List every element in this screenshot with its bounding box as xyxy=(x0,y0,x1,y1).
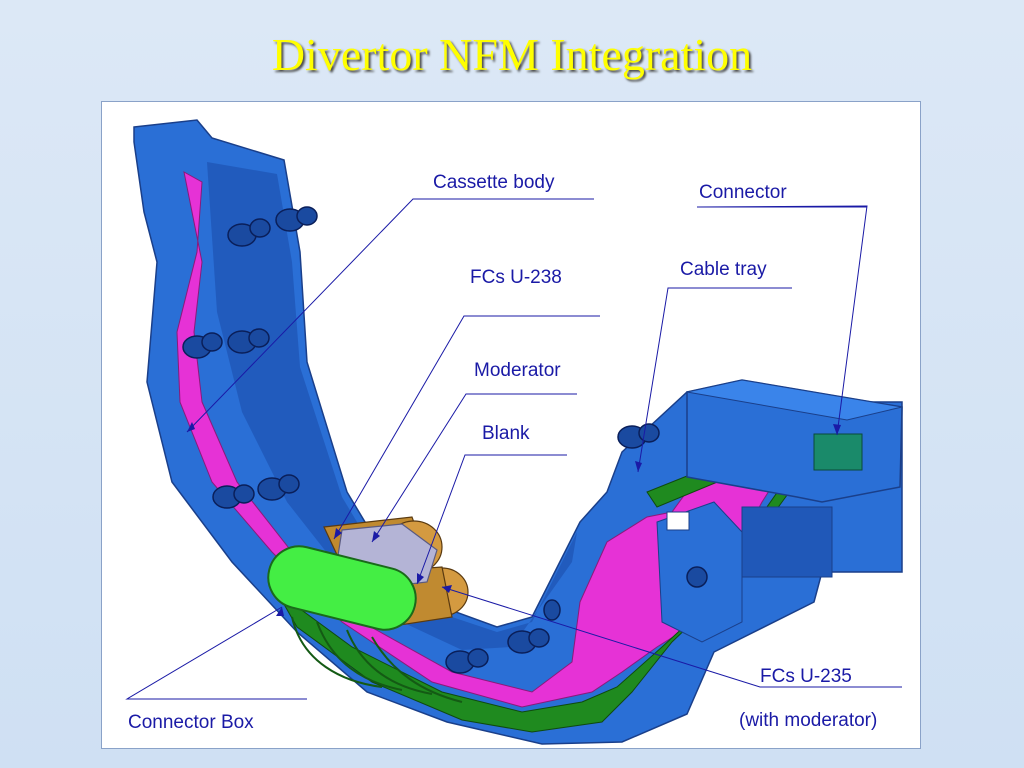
leader-lines xyxy=(125,198,902,700)
connector-part xyxy=(813,433,863,471)
cassette-cad-drawing xyxy=(125,119,903,745)
cassette-body-inner-face xyxy=(207,162,577,650)
figure-panel: Cassette body Connector FCs U-238 Cable … xyxy=(101,101,921,749)
label-connector: Connector xyxy=(699,182,787,203)
label-moderator: Moderator xyxy=(474,360,561,381)
label-fcs-u235: FCs U-235 xyxy=(760,666,852,687)
label-cable-tray: Cable tray xyxy=(680,259,767,280)
label-connector-box: Connector Box xyxy=(128,712,254,733)
label-fcs-u238: FCs U-238 xyxy=(470,267,562,288)
connector-box-part xyxy=(267,545,417,631)
label-with-moderator: (with moderator) xyxy=(739,710,878,731)
bolt-lugs xyxy=(182,206,708,674)
label-blank: Blank xyxy=(482,423,530,444)
slide-title: Divertor NFM Integration xyxy=(271,29,753,80)
label-cassette-body: Cassette body xyxy=(433,172,555,193)
